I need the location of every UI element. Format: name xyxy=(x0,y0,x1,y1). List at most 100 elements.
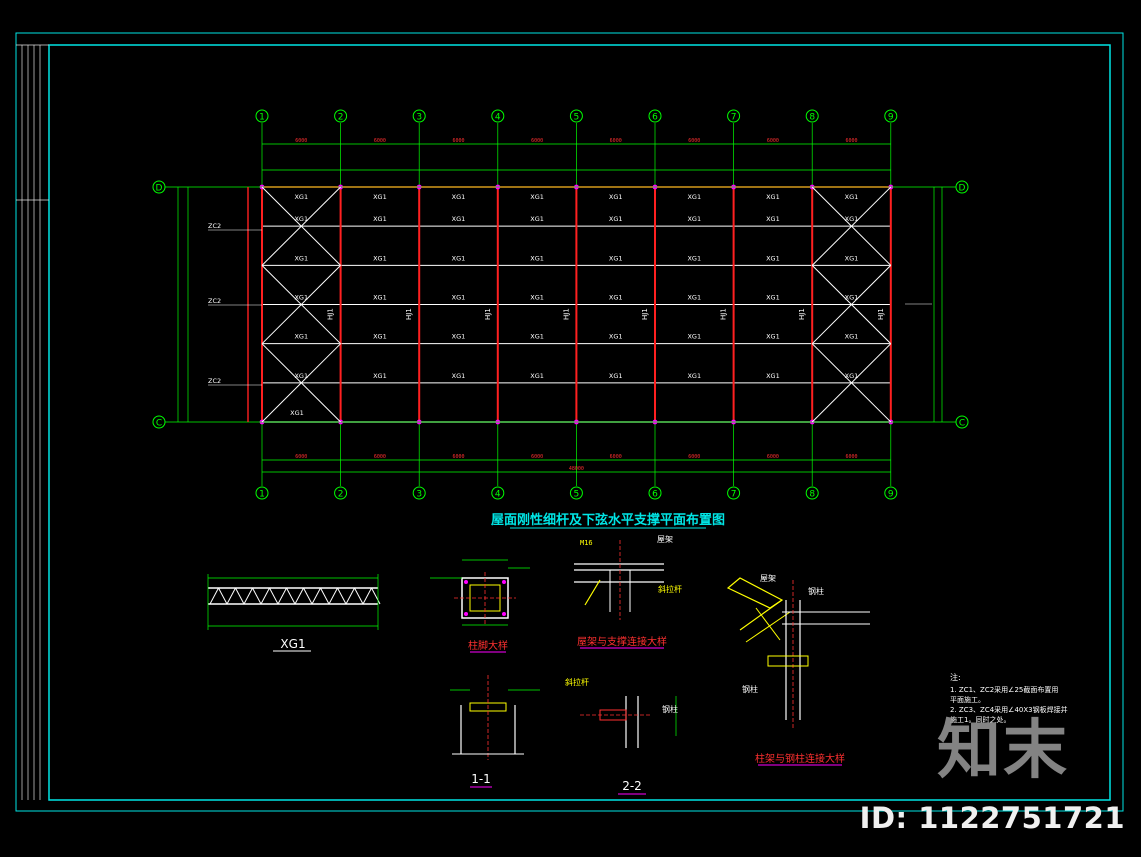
frame-label: HJ1 xyxy=(405,308,413,320)
x-brace xyxy=(811,343,892,423)
member-label: XG1 xyxy=(766,333,780,341)
note-line: 施工1。同时之处。 xyxy=(950,715,1010,724)
dimension-text: 6000 xyxy=(767,138,779,144)
beam-brace-detail-title: 屋架与支撑连接大样 xyxy=(577,635,667,648)
member-label: XG1 xyxy=(609,254,623,262)
dimension-text: 6000 xyxy=(374,454,386,460)
grid-bubble-label: 8 xyxy=(809,490,815,500)
joint-detail-title: 柱架与钢柱连接大样 xyxy=(755,752,845,765)
member-label: XG1 xyxy=(452,254,466,262)
callout-m: M16 xyxy=(580,539,593,547)
grid-bubble-column xyxy=(255,109,269,123)
callout-roof-truss-2: 屋架 xyxy=(760,574,776,583)
grid-bubble-label: 3 xyxy=(416,490,422,500)
member-label: XG1 xyxy=(609,372,623,380)
grid-bubble-column xyxy=(255,486,269,500)
member-label: XG1 xyxy=(373,254,387,262)
grid-bubble-label: 9 xyxy=(888,490,894,500)
member-label: XG1 xyxy=(845,333,859,341)
truss-web-member xyxy=(243,587,253,605)
truss-column-connection-detail: 屋架 钢柱 钢柱 柱架与钢柱连接大样 xyxy=(726,574,870,766)
grid-bubble-column xyxy=(334,486,348,500)
grid-bubble-label: C xyxy=(959,419,965,429)
member-label: XG1 xyxy=(294,254,308,262)
frame-label: HJ1 xyxy=(641,308,649,320)
column-base-title: 柱脚大样 xyxy=(468,639,508,652)
member-label: XG1 xyxy=(687,193,701,201)
truss-web-member xyxy=(345,587,355,605)
grid-bubble-row xyxy=(955,415,969,429)
bracing-tag: ZC2 xyxy=(208,297,221,305)
member-label: XG1 xyxy=(373,333,387,341)
member-label: XG1 xyxy=(845,372,859,380)
member-label: XG1 xyxy=(373,215,387,223)
bracing-tag: ZC2 xyxy=(208,222,221,230)
grid-bubble-label: 6 xyxy=(652,490,658,500)
truss-web-member xyxy=(328,587,338,605)
member-label: XG1 xyxy=(687,333,701,341)
grid-bubble-row xyxy=(152,180,166,194)
left-title-strip xyxy=(16,44,49,800)
member-label: XG1 xyxy=(530,215,544,223)
general-notes: 注: 1. ZC1、ZC2采用∠25截面布置用 平面施工。 2. ZC3、ZC4… xyxy=(950,672,1068,724)
x-brace xyxy=(811,186,892,266)
grid-bubble-label: 1 xyxy=(259,490,265,500)
member-label: XG1 xyxy=(687,294,701,302)
dimension-text: 6000 xyxy=(295,138,307,144)
member-label: XG1 xyxy=(766,254,780,262)
column-base-detail: 柱脚大样 xyxy=(430,559,530,653)
callout-steel-column-2: 钢柱 xyxy=(662,704,678,714)
member-label: XG1 xyxy=(452,372,466,380)
grid-bubble-label: 2 xyxy=(338,490,344,500)
callout-roof-truss: 屋架 xyxy=(657,535,673,544)
truss-web-member xyxy=(235,587,245,605)
dimension-text-total: 48000 xyxy=(569,466,584,472)
member-label: XG1 xyxy=(687,254,701,262)
member-label: XG1 xyxy=(373,193,387,201)
grid-bubble-column xyxy=(884,109,898,123)
note-line: 平面施工。 xyxy=(950,695,985,704)
grid-bubble-column xyxy=(569,486,583,500)
grid-bubble-label: 7 xyxy=(731,113,737,123)
grid-bubble-column xyxy=(491,486,505,500)
x-brace xyxy=(261,264,341,345)
member-label: XG1 xyxy=(609,294,623,302)
frame-label: HJ1 xyxy=(877,308,885,320)
grid-bubble-column xyxy=(727,109,741,123)
truss-web-member xyxy=(260,587,270,605)
x-brace xyxy=(261,186,341,266)
grid-bubble-label: D xyxy=(959,184,966,194)
truss-detail-title: XG1 xyxy=(280,637,305,651)
grid-bubble-label: C xyxy=(156,419,162,429)
member-label: XG1 xyxy=(452,215,466,223)
member-label: XG1 xyxy=(530,294,544,302)
grid-bubble-column xyxy=(648,109,662,123)
watermark-logo: 知末 xyxy=(937,714,1069,788)
frame-label: HJ1 xyxy=(327,308,335,320)
member-label: XG1 xyxy=(766,294,780,302)
callout-tie-rod: 斜拉杆 xyxy=(658,584,682,594)
xg1-truss-detail: XG1 xyxy=(207,574,381,652)
truss-web-member xyxy=(303,587,313,605)
member-label: XG1 xyxy=(294,333,308,341)
grid-bubble-label: 4 xyxy=(495,113,501,123)
dimension-text: 6000 xyxy=(767,454,779,460)
truss-web-member xyxy=(337,587,347,605)
member-label: XG1 xyxy=(845,254,859,262)
grid-bubble-label: 8 xyxy=(809,113,815,123)
dimension-text: 6000 xyxy=(688,138,700,144)
member-label: XG1 xyxy=(294,193,308,201)
dimension-text: 6000 xyxy=(452,138,464,144)
grid-bubble-row xyxy=(152,415,166,429)
roof-bracing-plan: 1122HJ133HJ144HJ155HJ166HJ177HJ188HJ199H… xyxy=(152,109,969,500)
member-label: XG1 xyxy=(452,333,466,341)
dimension-text: 6000 xyxy=(610,454,622,460)
frame-label: HJ1 xyxy=(798,308,806,320)
truss-web-member xyxy=(362,587,372,605)
dimension-text: 6000 xyxy=(845,138,857,144)
note-line: 1. ZC1、ZC2采用∠25截面布置用 xyxy=(950,685,1058,694)
dimension-text: 6000 xyxy=(531,454,543,460)
callout-steel-column-4: 钢柱 xyxy=(742,684,758,694)
truss-web-member xyxy=(286,587,296,605)
